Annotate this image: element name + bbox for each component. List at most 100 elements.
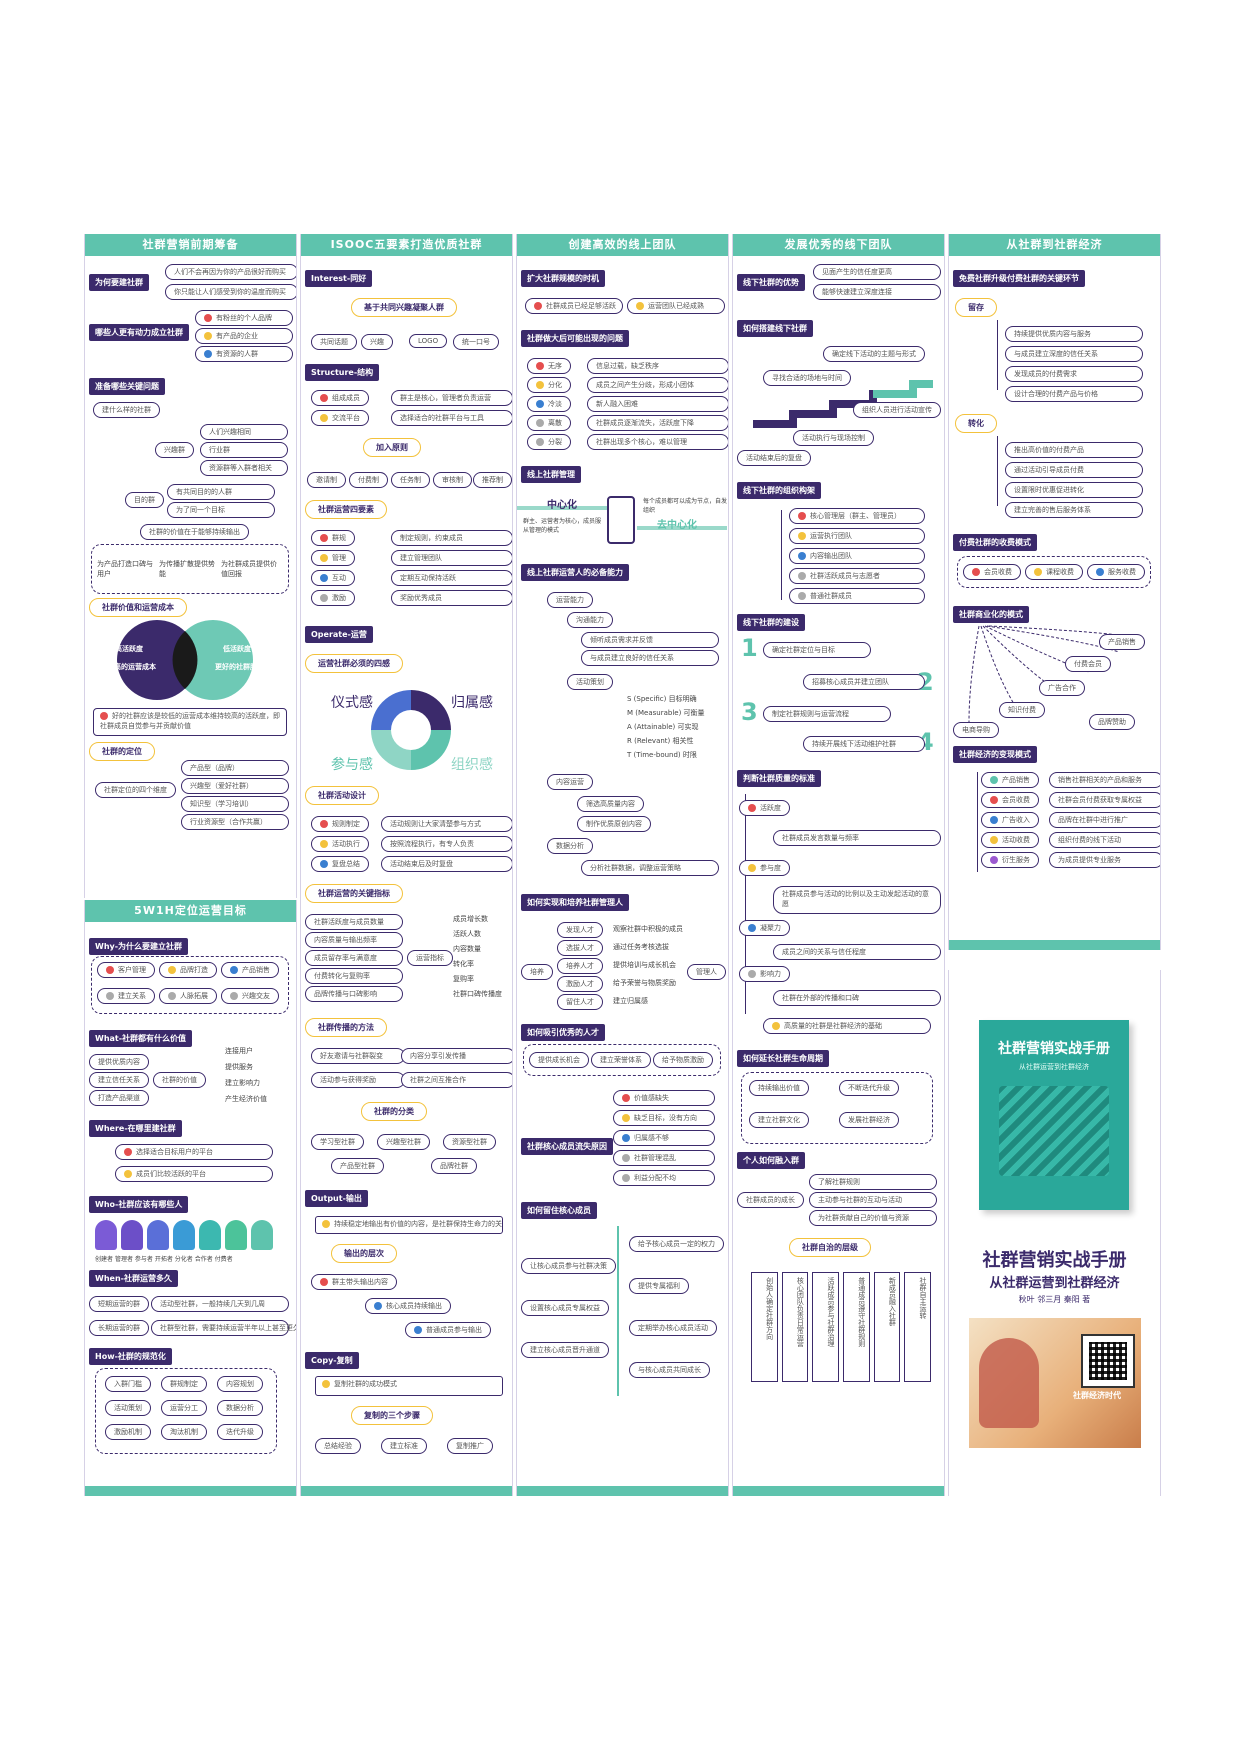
section-paid-model: 付费社群的收费模式 — [953, 534, 1037, 551]
spread-item-2: 内容分享引发传播 — [401, 1048, 512, 1064]
why-item-2: 品牌打造 — [159, 962, 217, 978]
cultivate-mid-2: 选拔人才 — [557, 940, 603, 956]
ring-label-2: 归属感 — [451, 695, 493, 711]
value-cost-note: 好的社群应该是较低的运营成本维持较高的活跃度，即社群成员自觉参与并贡献价值 — [93, 708, 287, 736]
output-text: 持续稳定地输出有价值的内容，是社群保持生命力的关键 — [315, 1216, 503, 1234]
structure-desc-2: 选择适合的社群平台与工具 — [391, 410, 512, 426]
section-online-manage: 线上社群管理 — [521, 466, 581, 483]
quality-desc-3: 成员之间的关系与信任程度 — [773, 944, 941, 960]
copy-text: 复制社群的成功模式 — [315, 1376, 503, 1396]
ability-d-1: 分析社群数据，调整运营策略 — [581, 860, 719, 876]
retain-item-2: 与成员建立深度的信任关系 — [1005, 346, 1143, 362]
decenter-label: 去中心化 — [657, 520, 697, 531]
four-element-2: 管理 — [311, 550, 355, 566]
value-item-1: 为产品打造口碑与用户 — [97, 560, 153, 578]
four-element-1: 群规 — [311, 530, 355, 546]
decenter-desc: 每个成员都可以成为节点，自发组织 — [643, 498, 728, 514]
problem-5: 分裂 — [527, 434, 571, 450]
org-item-1: 核心管理层（群主、管理员） — [789, 508, 925, 524]
offline-build-4: 持续开展线下活动维护社群 — [803, 736, 925, 752]
section-who-founds: 哪些人更有动力成立社群 — [89, 324, 189, 341]
community-value-note: 社群的价值在于能够持续输出 — [140, 524, 249, 540]
govern-col-5: 新成员融入社群 — [873, 1272, 901, 1382]
convert-item-3: 设置限时优惠促进转化 — [1005, 482, 1143, 498]
column-3-footer — [517, 1486, 728, 1496]
how-item-2: 群规制定 — [161, 1376, 207, 1392]
center-label: 中心化 — [547, 500, 577, 511]
monetize-desc-1: 销售社群相关的产品和服务 — [1049, 772, 1160, 788]
convert-item-2: 通过活动引导成员付费 — [1005, 462, 1143, 478]
kpi-left-2: 内容质量与输出频率 — [305, 932, 403, 948]
cultivate-mid-5: 留住人才 — [557, 994, 603, 1010]
class-item-2: 兴趣型社群 — [377, 1134, 430, 1150]
venn-left-bottom: 更高的运营成本 — [107, 663, 156, 671]
column-1: 社群营销前期筹备 为何要建社群 人们不会再因为你的产品很好而购买 你只能让人们感… — [84, 234, 297, 898]
activity-item-1: 规则制定 — [311, 816, 369, 832]
how-item-6: 数据分析 — [217, 1400, 263, 1416]
activity-desc-2: 按照流程执行，有专人负责 — [381, 836, 512, 852]
what-left-2: 建立信任关系 — [89, 1072, 149, 1088]
output-hex: 输出的层次 — [331, 1244, 397, 1263]
convert-hex: 转化 — [955, 414, 997, 433]
four-feelings-hex: 运营社群必须的四感 — [305, 654, 403, 673]
copy-hex: 复制的三个步骤 — [351, 1406, 433, 1425]
section-why-community: 为何要建社群 — [89, 274, 149, 291]
loss-item-5: 利益分配不均 — [613, 1170, 715, 1186]
monetize-desc-3: 品牌在社群中进行推广 — [1049, 812, 1160, 828]
offline-build-1: 确定社群定位与目标 — [763, 642, 871, 658]
ability-a-2: 与成员建立良好的信任关系 — [581, 650, 719, 666]
interest-item-3: LOGO — [409, 334, 448, 348]
what-left-3: 打造产品渠道 — [89, 1090, 149, 1106]
class-item-4: 产品型社群 — [331, 1158, 384, 1174]
column-2-footer — [301, 1486, 512, 1496]
spread-item-1: 好友邀请与社群裂变 — [311, 1048, 405, 1064]
join-rule-5: 推荐制 — [473, 472, 512, 488]
section-build-offline: 如何搭建线下社群 — [737, 320, 813, 337]
section-abilities: 线上社群运营人的必备能力 — [521, 564, 629, 581]
cover-title: 社群营销实战手册 — [998, 1041, 1110, 1057]
book-cover: 社群营销实战手册 从社群运营到社群经济 — [979, 1020, 1129, 1210]
founder-item-1: 有粉丝的个人品牌 — [195, 310, 293, 326]
how-item-1: 入群门槛 — [105, 1376, 151, 1392]
org-item-3: 内容输出团队 — [789, 548, 925, 564]
center-diagram — [517, 496, 728, 548]
promo-text: 社群经济时代 — [1073, 1391, 1121, 1400]
convert-item-4: 建立完善的售后服务体系 — [1005, 502, 1143, 518]
four-element-3: 互动 — [311, 570, 355, 586]
when-right-2: 社群型社群，需要持续运营半年以上甚至更久 — [151, 1320, 296, 1336]
column-1-header: 社群营销前期筹备 — [85, 234, 296, 256]
when-left-2: 长期运营的群 — [89, 1320, 149, 1336]
column-5: 从社群到社群经济 免费社群升级付费社群的关键环节 留存 持续提供优质内容与服务 … — [948, 234, 1161, 950]
retain-item-4: 设计合理的付费产品与价格 — [1005, 386, 1143, 402]
cultivate-right: 管理人 — [687, 964, 726, 980]
structure-item-1: 组成成员 — [311, 390, 369, 406]
column-5w1h: 5W1H定位运营目标 Why-为什么要建立社群 客户管理 品牌打造 产品销售 建… — [84, 900, 297, 1496]
attract-item-1: 提供成长机会 — [529, 1052, 589, 1068]
lifecycle-box — [741, 1072, 933, 1144]
branch-interest-group: 兴趣群 — [155, 442, 194, 458]
qr-code-icon — [1081, 1334, 1135, 1388]
column-3-header: 创建高效的线上团队 — [517, 234, 728, 256]
join-rule-4: 审核制 — [433, 472, 472, 488]
offline-build-3: 制定社群规则与运营流程 — [763, 706, 891, 722]
monetize-desc-2: 社群会员付费获取专属权益 — [1049, 792, 1160, 808]
cultivate-desc-5: 建立归属感 — [613, 997, 648, 1005]
quality-item-1: 活跃度 — [739, 800, 790, 816]
section-interest: Interest-同好 — [305, 270, 373, 287]
spread-item-4: 社群之间互推合作 — [401, 1072, 512, 1088]
kpi-right-6: 社群口碑传播度 — [453, 990, 502, 998]
paid-model-box — [957, 556, 1151, 588]
loss-item-4: 社群管理混乱 — [613, 1150, 715, 1166]
timeline — [617, 1226, 619, 1396]
feelings-ring — [371, 690, 451, 770]
kpi-right-5: 复购率 — [453, 975, 474, 983]
step-number-1: 1 — [741, 634, 758, 662]
why-item-2: 你只能让人们感受到你的温度而购买 — [165, 284, 296, 300]
paid-model-1: 会员收费 — [963, 564, 1021, 580]
kpi-right-2: 活跃人数 — [453, 930, 481, 938]
org-item-2: 运营执行团队 — [789, 528, 925, 544]
cultivate-left: 培养 — [521, 964, 553, 980]
founder-item-2: 有产品的企业 — [195, 328, 293, 344]
branch1-item-1: 人们兴趣相同 — [200, 424, 288, 440]
branch1-item-2: 行业群 — [200, 442, 288, 458]
